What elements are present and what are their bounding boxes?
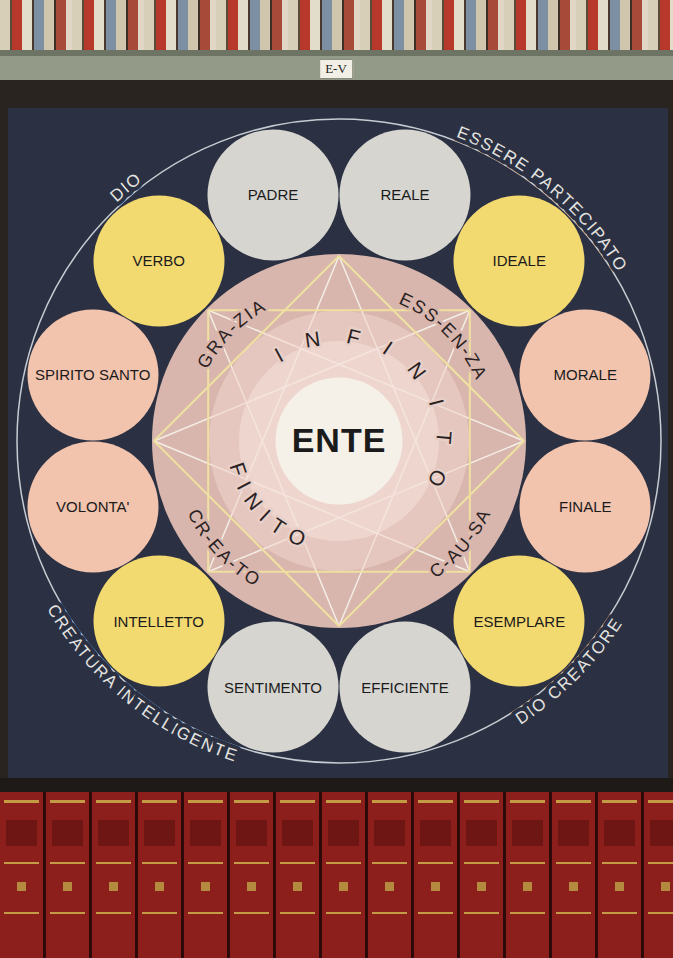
shadow-area (0, 80, 673, 780)
concept-circle: EFFICIENTE (339, 621, 471, 753)
concept-circle: PADRE (207, 129, 339, 261)
circle-fill (520, 310, 651, 441)
arc-word: INFINITO (271, 323, 456, 512)
concept-circle: SPIRITO SANTO (27, 309, 159, 441)
circle-fill (93, 195, 224, 326)
shelf-tag: E-V (319, 59, 353, 79)
circle-fill (454, 195, 585, 326)
circle-label: REALE (380, 186, 429, 203)
center-word: ENTE (292, 421, 387, 460)
circle-fill (520, 441, 651, 572)
circle-label: PADRE (248, 186, 299, 203)
circle-label: VERBO (132, 252, 185, 269)
circle-label: ESEMPLARE (473, 613, 565, 630)
circle-fill (27, 441, 158, 572)
circle-label: MORALE (554, 366, 617, 383)
painted-panel (8, 108, 668, 778)
shelf-lip (0, 50, 673, 56)
concept-circle: IDEALE (453, 195, 585, 327)
circle-label: VOLONTA' (56, 498, 129, 515)
shelf-shadow (0, 778, 673, 792)
circle-label: IDEALE (493, 252, 546, 269)
circle-fill (276, 378, 403, 505)
red-books (0, 792, 673, 958)
top-books (0, 0, 673, 50)
concept-circle: FINALE (519, 441, 651, 573)
circle-fill (454, 556, 585, 687)
concept-circle: VERBO (93, 195, 225, 327)
concept-circle: ESEMPLARE (453, 555, 585, 687)
circle-label: SPIRITO SANTO (35, 366, 150, 383)
ring-disc: INFINITOFINITOENTE (209, 311, 469, 571)
concept-circle: REALE (339, 129, 471, 261)
circle-fill (208, 622, 339, 753)
outer-circle-line (17, 119, 661, 763)
middle-ring (209, 311, 469, 571)
circle-fill (27, 310, 158, 441)
concept-circle: INTELLETTO (93, 555, 225, 687)
ring-disc: GRA-ZIAESS-EN-ZAC-AU-SACR-EA-TOINFINITOF… (151, 253, 527, 629)
circle-label: SENTIMENTO (224, 679, 322, 696)
center-circle: ENTE (275, 377, 403, 505)
circle-fill (339, 129, 470, 260)
concept-circle: VOLONTA' (27, 441, 159, 573)
circle-fill (339, 622, 470, 753)
circle-fill (208, 129, 339, 260)
concept-circle: SENTIMENTO (207, 621, 339, 753)
shelf-front (0, 56, 673, 80)
circle-label: EFFICIENTE (361, 679, 449, 696)
circle-label: INTELLETTO (113, 613, 204, 630)
outer-disc (152, 254, 526, 628)
circle-fill (93, 556, 224, 687)
circle-label: FINALE (559, 498, 612, 515)
concept-circle: MORALE (519, 309, 651, 441)
